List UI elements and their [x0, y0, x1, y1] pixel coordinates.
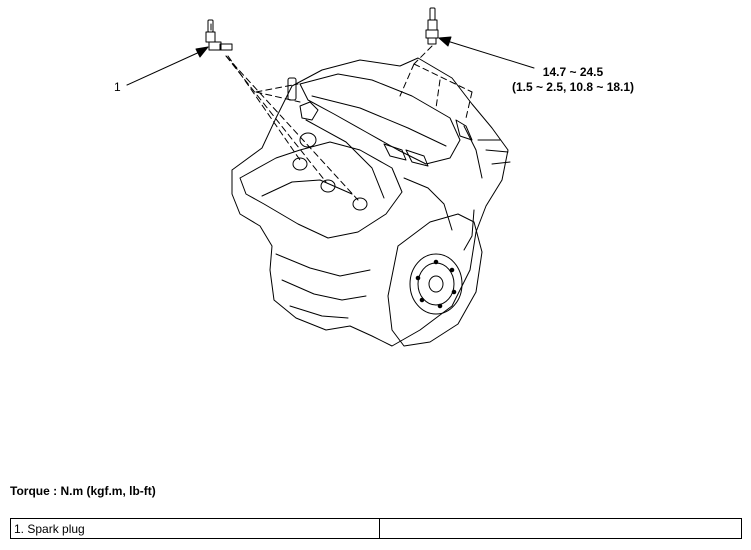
drive-plate [387, 213, 483, 347]
spark-plug-holes-left-bank [292, 132, 368, 211]
legend-table: 1. Spark plug [10, 518, 742, 539]
legend-value-cell [379, 518, 742, 539]
legend-item-cell: 1. Spark plug [10, 518, 380, 539]
torque-heading: Torque : N.m (kgf.m, lb-ft) [10, 484, 156, 498]
install-lines-right [399, 45, 473, 119]
leader-arrow-item-1 [126, 46, 209, 86]
part-number-1-label: 1 [114, 80, 121, 94]
install-lines-left [225, 55, 359, 201]
table-row: 1. Spark plug [10, 518, 742, 539]
leader-arrow-torque [438, 36, 535, 69]
torque-callout: 14.7 ~ 24.5 (1.5 ~ 2.5, 10.8 ~ 18.1) [505, 65, 641, 95]
engine-block [231, 57, 511, 347]
torque-value: 14.7 ~ 24.5 [542, 65, 604, 79]
torque-conversion: (1.5 ~ 2.5, 10.8 ~ 18.1) [511, 80, 635, 94]
spark-plug-left [205, 19, 233, 51]
spark-plug-right [425, 7, 439, 45]
engine-spark-plug-diagram [126, 7, 535, 347]
